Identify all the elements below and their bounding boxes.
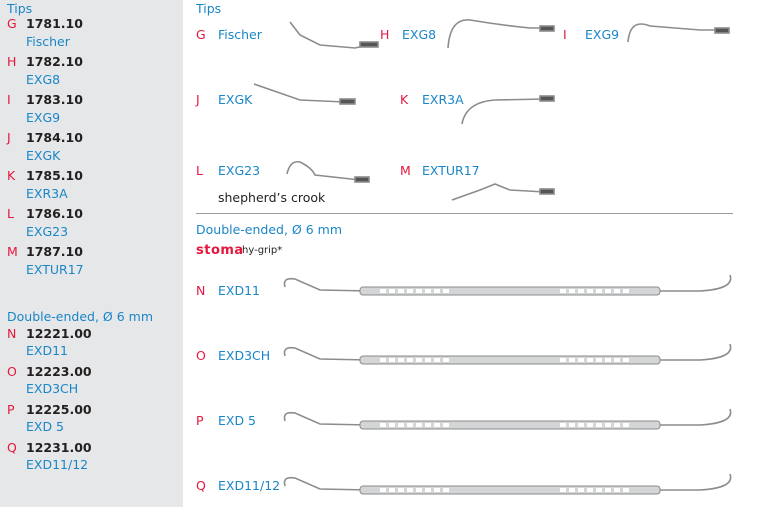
item-name: EXG9 [26,110,61,125]
instrument-k [461,95,555,125]
item-letter: P [7,402,15,417]
item-code: 1785.10 [26,168,83,183]
item-code: 1782.10 [26,54,83,69]
tip-name: EXG23 [218,163,261,178]
tip-letter: G [196,27,206,42]
item-letter: G [7,16,17,31]
item-code: 1783.10 [26,92,83,107]
item-letter: Q [7,440,17,455]
item-name: EXD11 [26,343,68,358]
tip-name: EXR3A [422,92,464,107]
tip-letter: M [400,163,411,178]
main-tips-heading: Tips [196,1,222,16]
item-letter: M [7,244,18,259]
instrument-g [289,21,379,49]
item-letter: K [7,168,16,183]
tip-name: Fischer [218,27,262,42]
item-code: 1786.10 [26,206,83,221]
double-letter: O [196,348,206,363]
double-letter: Q [196,478,206,493]
double-instrument [283,408,732,430]
double-instrument [283,473,732,495]
item-letter: N [7,326,17,341]
sidebar-double-heading: Double-ended, Ø 6 mm [7,309,154,324]
item-letter: O [7,364,17,379]
shepherd-note: shepherd’s crook [218,190,326,205]
item-name: EXG23 [26,224,69,239]
item-code: 12225.00 [26,402,92,417]
sidebar-tips-heading: Tips [7,1,33,16]
double-instrument [283,274,732,296]
item-name: EXR3A [26,186,68,201]
stoma-logo: stoma [196,243,244,258]
item-code: 1781.10 [26,16,83,31]
double-letter: P [196,413,204,428]
item-code: 1787.10 [26,244,83,259]
divider [196,213,733,214]
tip-name: EXG8 [402,27,437,42]
item-name: EXD11/12 [26,457,89,472]
double-name: EXD 5 [218,413,257,428]
instrument-h [447,19,555,49]
item-name: EXG8 [26,72,61,87]
item-name: EXTUR17 [26,262,84,277]
item-letter: L [7,206,14,221]
tip-name: EXGK [218,92,253,107]
item-name: Fischer [26,34,70,49]
tip-letter: H [380,27,390,42]
item-name: EXD 5 [26,419,65,434]
instrument-l [286,160,370,183]
instrument-i [627,23,730,43]
double-name: EXD11 [218,283,260,298]
instrument-j [253,83,356,105]
item-code: 12223.00 [26,364,92,379]
hy-grip-label: hy-grip* [242,245,283,256]
double-name: EXD11/12 [218,478,281,493]
instrument-m [451,183,555,201]
item-code: 12231.00 [26,440,92,455]
item-letter: H [7,54,17,69]
item-letter: I [7,92,11,107]
tip-letter: I [563,27,567,42]
double-instrument [283,343,732,365]
item-name: EXGK [26,148,61,163]
item-letter: J [7,130,11,145]
tip-letter: K [400,92,409,107]
tip-name: EXG9 [585,27,620,42]
tip-name: EXTUR17 [422,163,480,178]
double-name: EXD3CH [218,348,271,363]
tip-letter: L [196,163,203,178]
item-name: EXD3CH [26,381,79,396]
double-letter: N [196,283,206,298]
main-double-heading: Double-ended, Ø 6 mm [196,222,343,237]
item-code: 1784.10 [26,130,83,145]
item-code: 12221.00 [26,326,92,341]
tip-letter: J [196,92,200,107]
